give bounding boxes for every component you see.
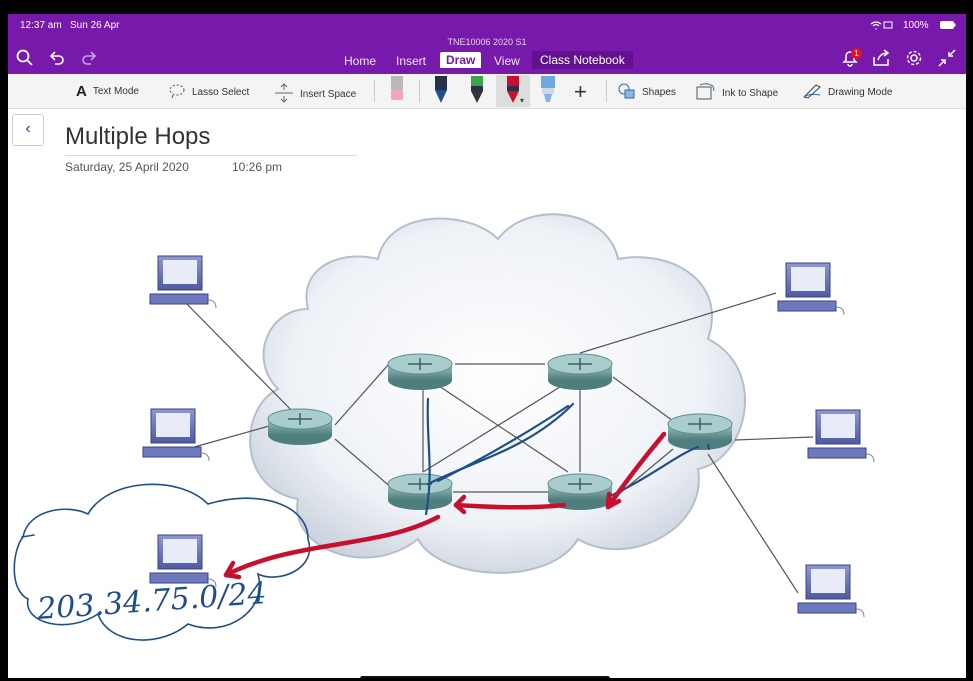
- tab-insert[interactable]: Insert: [396, 54, 427, 68]
- ribbon-divider: [606, 80, 607, 102]
- computer: [149, 255, 217, 309]
- page-title[interactable]: Multiple Hops: [65, 123, 211, 150]
- search-icon[interactable]: [16, 49, 34, 72]
- drawing-mode-label: Drawing Mode: [828, 87, 893, 98]
- status-date: Sun 26 Apr: [70, 20, 120, 31]
- ink-to-shape-label: Ink to Shape: [722, 88, 779, 99]
- insert-space-button[interactable]: Insert Space: [274, 83, 356, 106]
- text-mode-button[interactable]: A Text Mode: [76, 83, 139, 100]
- router: [667, 413, 733, 450]
- lasso-select-label: Lasso Select: [192, 87, 250, 98]
- lasso-icon: [168, 83, 186, 102]
- network-cloud: [249, 213, 746, 574]
- gear-icon[interactable]: [905, 49, 923, 72]
- ink-to-shape-icon: [696, 83, 716, 104]
- chevron-left-icon: ‹: [25, 120, 31, 137]
- computer: [797, 564, 865, 618]
- router: [267, 408, 333, 445]
- eraser-icon[interactable]: [388, 76, 406, 104]
- wifi-icon: [870, 20, 894, 33]
- back-button[interactable]: ‹: [12, 114, 44, 146]
- text-mode-icon: A: [76, 83, 87, 100]
- network-diagram: 203.34.75.0/24: [13, 213, 875, 641]
- drawing-mode-icon: [802, 83, 822, 102]
- computer: [142, 408, 210, 462]
- shapes-icon: [618, 83, 636, 102]
- ribbon-divider: [374, 80, 375, 102]
- insert-space-icon: [274, 83, 294, 106]
- router: [387, 473, 453, 510]
- ink-to-shape-button[interactable]: Ink to Shape: [696, 83, 778, 104]
- page-time: 10:26 pm: [232, 160, 283, 174]
- computer: [149, 534, 217, 588]
- text-mode-label: Text Mode: [92, 86, 139, 97]
- network-links: [179, 292, 814, 594]
- router: [547, 353, 613, 390]
- notification-badge: 1: [851, 48, 862, 59]
- add-pen-icon[interactable]: +: [574, 79, 587, 104]
- lasso-select-button[interactable]: Lasso Select: [168, 83, 249, 102]
- document-title: TNE10006 2020 S1: [447, 37, 527, 47]
- collapse-icon[interactable]: [938, 49, 956, 72]
- router: [387, 353, 453, 390]
- handwritten-subnet-note: 203.34.75.0/24: [35, 576, 267, 627]
- title-bar: 12:37 am Sun 26 Apr 100% TNE10006 2020 S…: [8, 14, 966, 74]
- chevron-down-icon[interactable]: ▾: [520, 96, 525, 105]
- ribbon-divider: [419, 80, 420, 102]
- tab-draw[interactable]: Draw: [440, 52, 482, 68]
- page-date: Saturday, 25 April 2020: [65, 160, 189, 174]
- redo-icon[interactable]: [80, 49, 98, 72]
- pen-navy-icon[interactable]: [432, 76, 450, 104]
- draw-ribbon: A Text Mode Lasso Select Insert Space ▾ …: [8, 74, 966, 109]
- note-page: ‹ Multiple Hops Saturday, 25 April 2020 …: [8, 109, 966, 678]
- pen-red-icon[interactable]: [504, 76, 522, 104]
- tab-view[interactable]: View: [494, 54, 520, 68]
- computer: [807, 409, 875, 463]
- shapes-button[interactable]: Shapes: [618, 83, 676, 102]
- title-divider: [65, 155, 357, 156]
- share-icon[interactable]: [872, 49, 892, 72]
- status-time: 12:37 am: [20, 20, 62, 31]
- drawing-mode-button[interactable]: Drawing Mode: [802, 83, 892, 102]
- tab-home[interactable]: Home: [344, 54, 377, 68]
- shapes-label: Shapes: [642, 87, 676, 98]
- insert-space-label: Insert Space: [300, 89, 357, 100]
- undo-icon[interactable]: [48, 49, 66, 72]
- battery-level: 100%: [903, 20, 929, 31]
- pen-green-icon[interactable]: [468, 76, 486, 104]
- computer: [777, 262, 845, 316]
- tab-class-notebook[interactable]: Class Notebook: [532, 51, 633, 69]
- battery-icon: [940, 20, 956, 33]
- app-screen: 12:37 am Sun 26 Apr 100% TNE10006 2020 S…: [8, 14, 966, 678]
- highlighter-icon[interactable]: [539, 76, 557, 104]
- home-indicator[interactable]: [360, 676, 610, 678]
- red-ink-path: [223, 431, 667, 580]
